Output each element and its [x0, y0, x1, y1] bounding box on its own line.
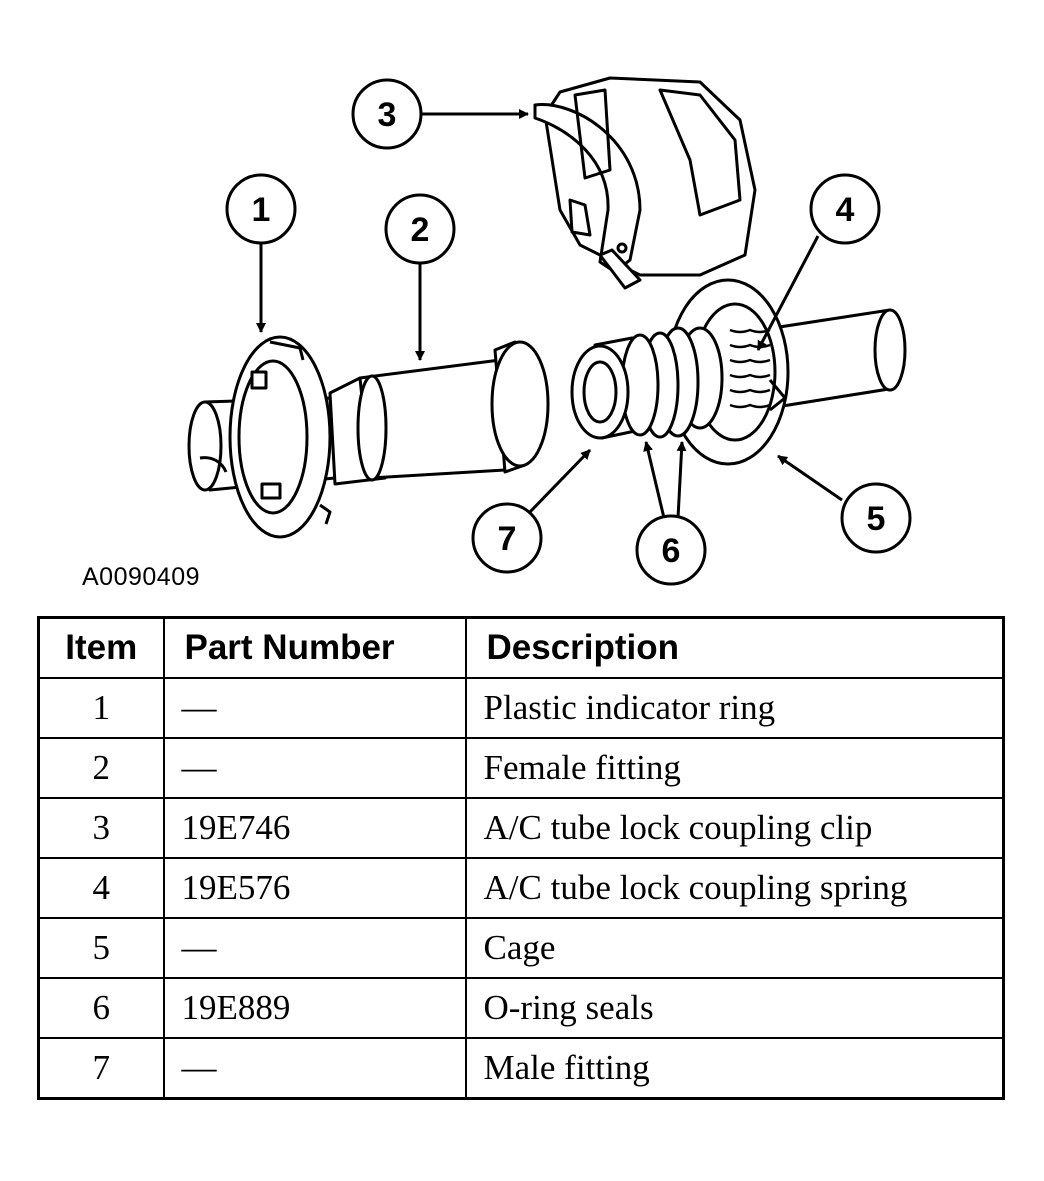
leader-6a: [643, 441, 666, 519]
callout-circle-2: [384, 193, 456, 265]
cell-item: 2: [37, 737, 165, 799]
leader-7: [526, 448, 592, 516]
cell-item: 1: [37, 677, 165, 739]
table-row: 4 19E576 A/C tube lock coupling spring: [37, 857, 1005, 919]
callout-circle-7: [471, 502, 543, 574]
cell-description: Male fitting: [464, 1037, 1005, 1100]
callout-7: 7: [498, 520, 517, 558]
cell-description: O-ring seals: [464, 977, 1005, 1039]
cell-part-number: —: [162, 1037, 467, 1100]
cell-description: Cage: [464, 917, 1005, 979]
table-row: 6 19E889 O-ring seals: [37, 977, 1005, 1039]
header-part-number: Part Number: [162, 616, 467, 679]
callout-circle-4: [809, 173, 881, 245]
table-row: 5 — Cage: [37, 917, 1005, 979]
cell-description: Plastic indicator ring: [464, 677, 1005, 739]
cell-description: A/C tube lock coupling spring: [464, 857, 1005, 919]
table-header-row: Item Part Number Description: [37, 616, 1005, 679]
table-row: 1 — Plastic indicator ring: [37, 677, 1005, 739]
cell-part-number: 19E576: [162, 857, 467, 919]
callout-circle-3: [351, 78, 423, 150]
callout-circle-1: [225, 173, 297, 245]
cell-part-number: 19E889: [162, 977, 467, 1039]
leader-6b: [676, 441, 687, 519]
cell-item: 5: [37, 917, 165, 979]
right-tube: [758, 308, 907, 410]
cell-part-number: 19E746: [162, 797, 467, 859]
cell-item: 3: [37, 797, 165, 859]
cell-item: 6: [37, 977, 165, 1039]
parts-table: Item Part Number Description 1 — Plastic…: [37, 616, 1005, 1100]
table-row: 7 — Male fitting: [37, 1037, 1005, 1100]
cell-description: A/C tube lock coupling clip: [464, 797, 1005, 859]
callout-5: 5: [867, 500, 886, 538]
header-item: Item: [37, 616, 165, 679]
leader-5: [777, 454, 843, 502]
exploded-view-diagram: 1 2 3 4 5 6 7: [187, 76, 912, 586]
table-row: 2 — Female fitting: [37, 737, 1005, 799]
callout-4: 4: [836, 191, 855, 229]
cell-part-number: —: [162, 677, 467, 739]
cell-item: 7: [37, 1037, 165, 1100]
male-fitting: [570, 333, 660, 440]
indicator-ring: [228, 335, 332, 539]
female-fitting: [328, 340, 550, 486]
figure-id: A0090409: [82, 563, 201, 591]
cell-part-number: —: [162, 917, 467, 979]
table-row: 3 19E746 A/C tube lock coupling clip: [37, 797, 1005, 859]
callout-circle-6: [635, 514, 707, 586]
header-description: Description: [464, 616, 1005, 679]
callout-3: 3: [378, 96, 397, 134]
cell-item: 4: [37, 857, 165, 919]
callout-6: 6: [662, 532, 681, 570]
callout-1: 1: [252, 191, 271, 229]
cell-part-number: —: [162, 737, 467, 799]
callout-2: 2: [411, 211, 430, 249]
cell-description: Female fitting: [464, 737, 1005, 799]
callout-circle-5: [840, 482, 912, 554]
leader-4: [756, 235, 820, 351]
coupling-clip: [533, 76, 757, 290]
